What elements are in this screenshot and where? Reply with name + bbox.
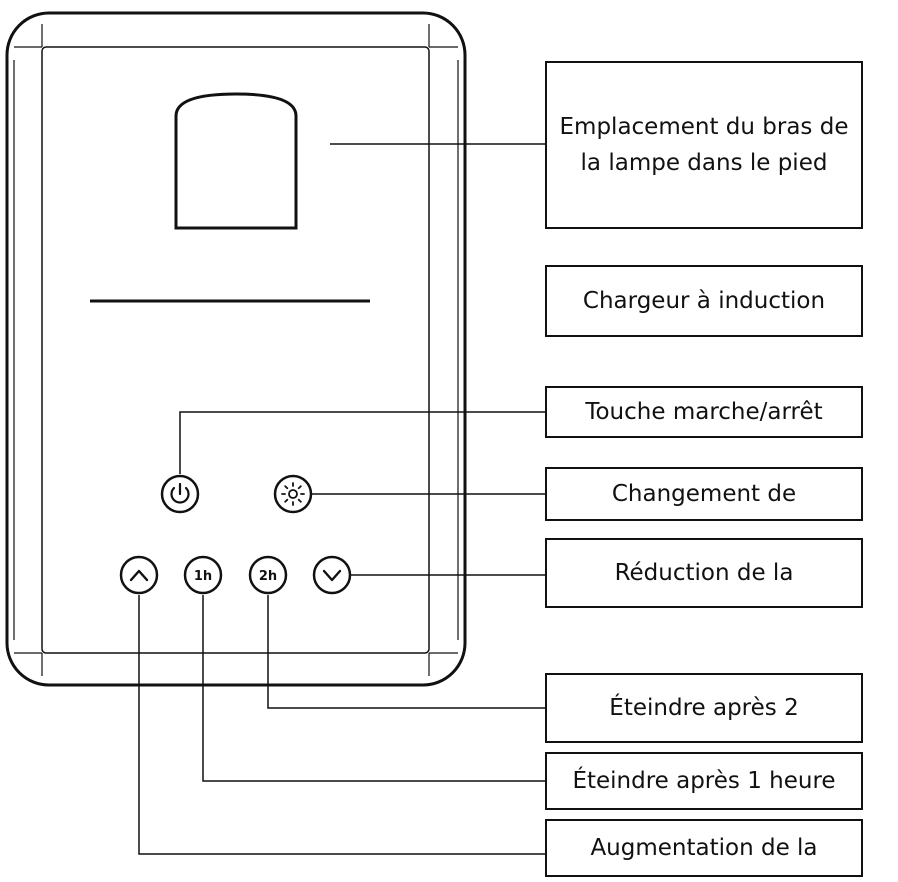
timer-2h-button[interactable]: 2h (248, 555, 288, 595)
brightness-down-button[interactable] (312, 555, 352, 595)
callout-off-after-1h: Éteindre après 1 heure (545, 752, 863, 810)
callout-off-after-2h: Éteindre après 2 (545, 673, 863, 743)
power-icon (170, 486, 190, 504)
base-outer-shell (5, 11, 467, 687)
callout-brightness-up: Augmentation de la (545, 819, 863, 877)
callout-arm-slot: Emplacement du bras de la lampe dans le … (545, 61, 863, 229)
leader-power (179, 411, 545, 474)
timer-1h-button[interactable]: 1h (183, 555, 223, 595)
callout-brightness-down: Réduction de la (545, 538, 863, 608)
leader-2h (267, 595, 545, 709)
callout-power-button: Touche marche/arrêt (545, 386, 863, 438)
power-button[interactable] (160, 474, 200, 514)
brightness-up-button[interactable] (119, 555, 159, 595)
timer-1h-label: 1h (194, 569, 212, 584)
chevron-down-icon (322, 569, 342, 582)
callout-induction-charger: Chargeur à induction (545, 265, 863, 337)
base-inner-panel (41, 46, 430, 654)
base-corner-ribs (13, 24, 459, 676)
arm-slot (174, 92, 298, 230)
leader-lines (138, 143, 545, 855)
timer-2h-label: 2h (259, 569, 277, 584)
sun-icon (281, 482, 305, 506)
leader-brightness-up (138, 595, 545, 855)
chevron-up-icon (129, 569, 149, 582)
mode-button[interactable] (273, 474, 313, 514)
callout-mode-change: Changement de (545, 467, 863, 521)
leader-1h (202, 595, 545, 782)
